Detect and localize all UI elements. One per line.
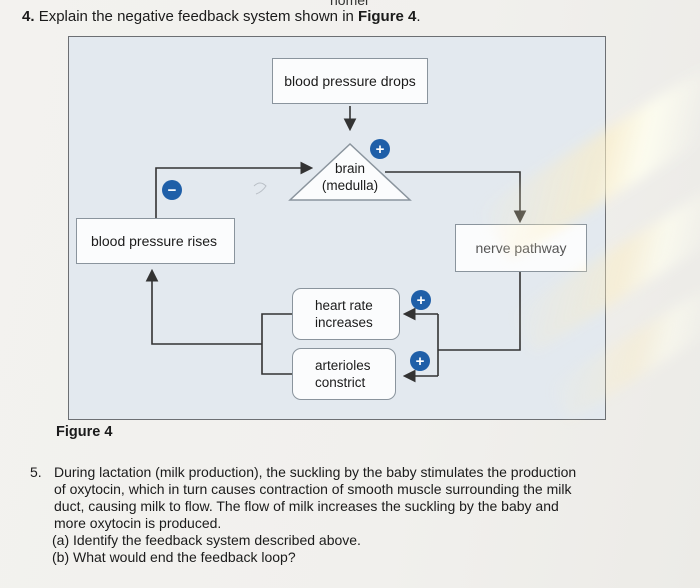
question-4-figure-ref: Figure 4 [358, 8, 417, 25]
box-heart-rate-increases: heart rate increases [292, 288, 400, 340]
brain-triangle [288, 142, 412, 201]
minus-circle-icon: − [162, 180, 182, 200]
clipped-top-text: homei [330, 0, 369, 8]
figure-label: Figure 4 [56, 424, 113, 440]
question-5-line: During lactation (milk production), the … [54, 464, 577, 480]
plus-circle-icon: + [411, 290, 431, 310]
question-5-part-b: (b) What would end the feedback loop? [52, 549, 296, 565]
brain-label-line2: (medulla) [321, 178, 379, 193]
question-4: 4. Explain the negative feedback system … [22, 8, 421, 25]
plus-circle-icon: + [370, 139, 390, 159]
box-arterioles-constrict: arterioles constrict [292, 348, 396, 400]
question-5: 5. During lactation (milk production), t… [30, 464, 620, 566]
question-4-number: 4. [22, 8, 35, 25]
question-5-number: 5. [30, 464, 42, 480]
question-4-text: Explain the negative feedback system sho… [38, 8, 354, 25]
effector-bracket-left [261, 313, 292, 375]
question-5-line: of oxytocin, which in turn causes contra… [54, 481, 572, 497]
nerve-to-effectors-line [438, 272, 521, 351]
heart-rate-line1: heart rate [315, 298, 373, 313]
heart-rate-line2: increases [315, 315, 373, 330]
box-blood-pressure-drops: blood pressure drops [272, 58, 428, 104]
arrow-effectors-to-rises [145, 268, 262, 345]
pencil-mark [253, 182, 267, 195]
box-blood-pressure-rises: blood pressure rises [76, 218, 235, 264]
brain-label-line1: brain [334, 161, 366, 176]
question-4-period: . [416, 8, 421, 25]
question-5-line: duct, causing milk to flow. The flow of … [54, 498, 559, 514]
question-5-part-a: (a) Identify the feedback system describ… [52, 532, 361, 548]
arterioles-line1: arterioles [315, 358, 371, 373]
arterioles-line2: constrict [315, 375, 366, 390]
brain-label: brain (medulla) [310, 160, 390, 194]
question-5-line: more oxytocin is produced. [54, 515, 222, 531]
box-nerve-pathway: nerve pathway [455, 224, 587, 272]
plus-circle-icon: + [410, 351, 430, 371]
arrow-rises-to-brain [155, 161, 314, 218]
